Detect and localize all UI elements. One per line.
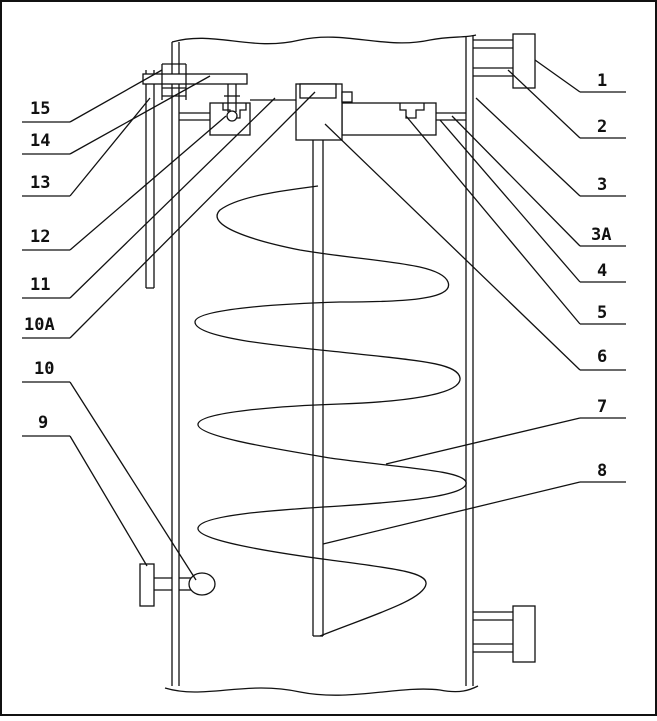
label-15: 15: [30, 99, 50, 119]
rail-bracket-right: [341, 102, 437, 136]
label-8: 8: [597, 461, 607, 481]
upper-right-nozzle: [473, 33, 536, 89]
label-6: 6: [597, 347, 607, 367]
label-12: 12: [30, 227, 50, 247]
label-10A: 10A: [24, 315, 55, 335]
lower-left-valve: [139, 563, 216, 607]
label-7: 7: [597, 397, 607, 417]
label-5: 5: [597, 303, 607, 323]
label-1: 1: [597, 71, 607, 91]
label-13: 13: [30, 173, 50, 193]
support-beam: [179, 112, 466, 121]
rail-bracket-left: [209, 102, 251, 136]
label-10: 10: [34, 359, 54, 379]
label-2: 2: [597, 117, 607, 137]
central-hub: [250, 83, 353, 141]
label-14: 14: [30, 131, 50, 151]
vessel-body: [164, 34, 479, 696]
label-3A: 3A: [591, 225, 611, 245]
left-callouts: 15 14 13 12 11 10A 10 9: [22, 69, 316, 581]
label-9: 9: [38, 413, 48, 433]
lower-right-nozzle: [473, 605, 536, 663]
helical-ribbon: [194, 185, 467, 637]
right-callouts: 1 2 3 3A 4 5 6 7 8: [322, 59, 626, 545]
label-4: 4: [597, 261, 607, 281]
label-3: 3: [597, 175, 607, 195]
central-shaft: [312, 140, 324, 637]
label-11: 11: [30, 275, 50, 295]
